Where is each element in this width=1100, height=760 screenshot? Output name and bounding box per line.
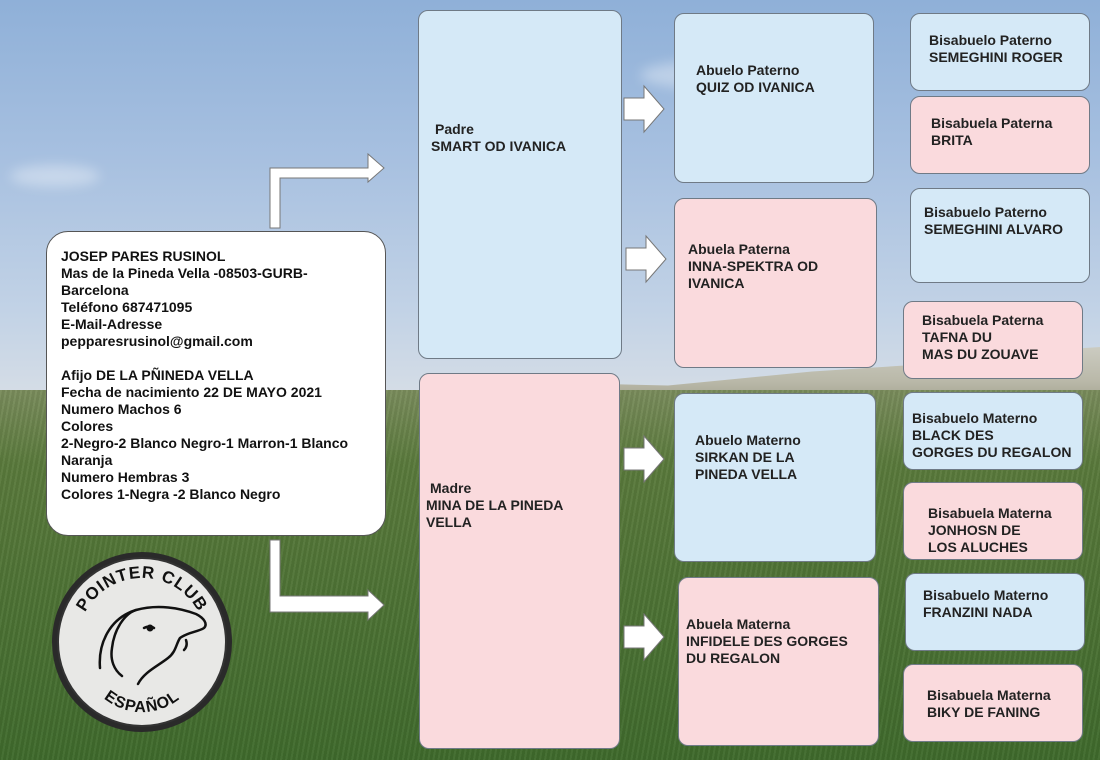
arrow-to-father — [269, 152, 385, 229]
paternal-grandfather-box: Abuelo Paterno QUIZ OD IVANICA — [674, 13, 874, 183]
owner-name: JOSEP PARES RUSINOL — [61, 248, 226, 264]
great-grandmother-mm1-name: JONHOSN DE LOS ALUCHES — [928, 522, 1028, 555]
logo-inner-disc — [57, 557, 227, 727]
arrow-to-paternal-grandmother — [625, 234, 667, 284]
male-colors: 2-Negro-2 Blanco Negro-1 Marron-1 Blanco… — [61, 435, 349, 468]
great-grandfather-mm1-name: BLACK DES GORGES DU REGALON — [912, 427, 1072, 460]
litter-affix: Afijo DE LA PÑINEDA VELLA — [61, 367, 254, 383]
great-grandfather-pp1-box: Bisabuelo Paterno SEMEGHINI ROGER — [910, 13, 1090, 91]
maternal-grandmother-label: Abuela Materna — [686, 616, 791, 632]
mother-box: Madre MINA DE LA PINEDA VELLA — [419, 373, 620, 749]
maternal-grandmother-box: Abuela Materna INFIDELE DES GORGES DU RE… — [678, 577, 879, 746]
mother-label: Madre — [430, 480, 472, 496]
arrow-to-paternal-grandfather — [623, 84, 665, 134]
great-grandmother-pp1-box: Bisabuela Paterna BRITA — [910, 96, 1090, 174]
owner-address: Mas de la Pineda Vella -08503-GURB- Barc… — [61, 265, 308, 298]
great-grandfather-mm2-label: Bisabuelo Materno — [923, 587, 1049, 603]
great-grandfather-mm1-box: Bisabuelo Materno BLACK DES GORGES DU RE… — [903, 392, 1083, 470]
paternal-grandmother-box: Abuela Paterna INNA-SPEKTRA OD IVANICA — [674, 198, 877, 368]
great-grandmother-pp2-box: Bisabuela Paterna TAFNA DU MAS DU ZOUAVE — [903, 301, 1083, 379]
great-grandmother-pp2-label: Bisabuela Paterna — [922, 312, 1044, 328]
great-grandfather-pp1-label: Bisabuelo Paterno — [929, 32, 1052, 48]
owner-email: pepparesrusinol@gmail.com — [61, 333, 253, 349]
great-grandfather-pp1-name: SEMEGHINI ROGER — [929, 49, 1063, 65]
paternal-grandfather-label: Abuelo Paterno — [696, 62, 800, 78]
female-colors: Colores 1-Negra -2 Blanco Negro — [61, 486, 281, 502]
breeder-info-card: JOSEP PARES RUSINOL Mas de la Pineda Vel… — [46, 231, 386, 536]
great-grandfather-pp2-name: SEMEGHINI ALVARO — [924, 221, 1063, 237]
father-box: Padre SMART OD IVANICA — [418, 10, 622, 359]
great-grandfather-pp2-label: Bisabuelo Paterno — [924, 204, 1047, 220]
great-grandmother-pp1-label: Bisabuela Paterna — [931, 115, 1053, 131]
pointer-club-logo: POINTER CLUB ESPAÑOL — [52, 552, 232, 732]
maternal-grandfather-name: SIRKAN DE LA PINEDA VELLA — [695, 449, 798, 482]
females-count: Numero Hembras 3 — [61, 469, 190, 485]
great-grandmother-mm1-label: Bisabuela Materna — [928, 505, 1052, 521]
birth-date: Fecha de nacimiento 22 DE MAYO 2021 — [61, 384, 322, 400]
great-grandfather-pp2-box: Bisabuelo Paterno SEMEGHINI ALVARO — [910, 188, 1090, 283]
maternal-grandfather-box: Abuelo Materno SIRKAN DE LA PINEDA VELLA — [674, 393, 876, 562]
colors-label: Colores — [61, 418, 114, 434]
great-grandmother-mm1-box: Bisabuela Materna JONHOSN DE LOS ALUCHES — [903, 482, 1083, 560]
email-label: E-Mail-Adresse — [61, 316, 163, 332]
paternal-grandmother-name: INNA-SPEKTRA OD IVANICA — [688, 258, 819, 291]
owner-phone: Teléfono 687471095 — [61, 299, 193, 315]
arrow-to-mother — [269, 539, 385, 622]
great-grandfather-mm2-name: FRANZINI NADA — [923, 604, 1033, 620]
arrow-to-maternal-grandmother — [623, 612, 665, 662]
great-grandmother-pp1-name: BRITA — [931, 132, 973, 148]
arrow-to-maternal-grandfather — [623, 434, 665, 484]
maternal-grandmother-name: INFIDELE DES GORGES DU REGALON — [686, 633, 848, 666]
father-name: SMART OD IVANICA — [431, 138, 567, 154]
father-label: Padre — [435, 121, 474, 137]
great-grandmother-mm2-box: Bisabuela Materna BIKY DE FANING — [903, 664, 1083, 742]
great-grandfather-mm1-label: Bisabuelo Materno — [912, 410, 1038, 426]
males-count: Numero Machos 6 — [61, 401, 182, 417]
paternal-grandmother-label: Abuela Paterna — [688, 241, 790, 257]
paternal-grandfather-name: QUIZ OD IVANICA — [696, 79, 815, 95]
great-grandmother-mm2-name: BIKY DE FANING — [927, 704, 1041, 720]
pointer-dog-head-icon — [98, 605, 207, 686]
great-grandmother-pp2-name: TAFNA DU MAS DU ZOUAVE — [922, 329, 1039, 362]
mother-name: MINA DE LA PINEDA VELLA — [426, 497, 564, 530]
great-grandfather-mm2-box: Bisabuelo Materno FRANZINI NADA — [905, 573, 1085, 651]
great-grandmother-mm2-label: Bisabuela Materna — [927, 687, 1051, 703]
cloud — [10, 165, 100, 187]
maternal-grandfather-label: Abuelo Materno — [695, 432, 801, 448]
